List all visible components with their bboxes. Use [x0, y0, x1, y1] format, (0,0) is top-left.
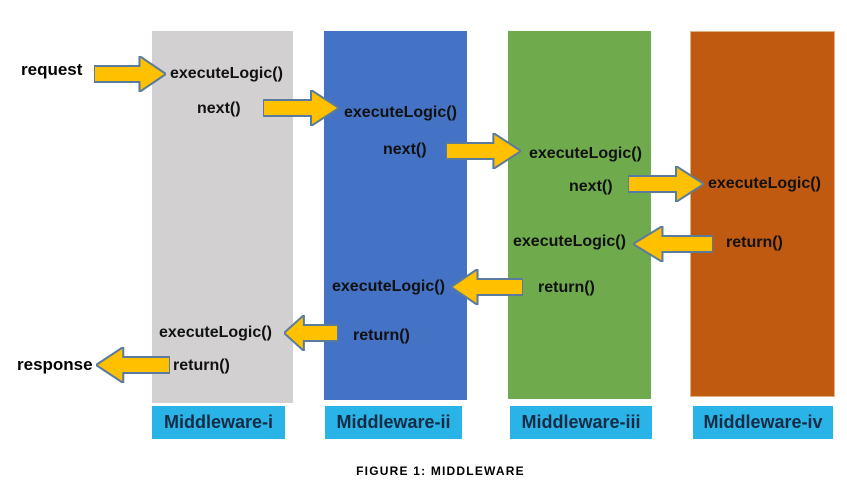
mw2-execute-logic-request: executeLogic() [344, 104, 457, 121]
mw3-name-badge: Middleware-iii [510, 406, 652, 439]
mw3-return-call: return() [538, 279, 595, 296]
mw4-name-badge: Middleware-iv [693, 406, 833, 439]
mw2-execute-logic-response: executeLogic() [332, 278, 445, 295]
request-label: request [21, 60, 83, 79]
arrow-mw3-next-to-mw4-icon [628, 166, 704, 202]
mw1-execute-logic-response: executeLogic() [159, 324, 272, 341]
middleware-i-column [152, 31, 293, 403]
arrow-mw4-return-to-mw3-icon [633, 226, 713, 262]
mw1-name-badge: Middleware-i [152, 406, 285, 439]
mw1-execute-logic-request: executeLogic() [170, 65, 283, 82]
arrow-mw2-next-to-mw3-icon [446, 133, 521, 169]
middleware-iv-column [690, 31, 835, 397]
figure-caption: FIGURE 1: MIDDLEWARE [356, 464, 525, 478]
mw1-next-call: next() [197, 100, 241, 117]
middleware-ii-column [324, 31, 467, 400]
arrow-mw1-next-to-mw2-icon [263, 90, 339, 126]
mw2-name-badge: Middleware-ii [325, 406, 462, 439]
mw3-next-call: next() [569, 178, 613, 195]
mw2-return-call: return() [353, 327, 410, 344]
mw1-return-call: return() [173, 357, 230, 374]
arrow-mw1-return-to-response-icon [96, 347, 170, 383]
mw2-next-call: next() [383, 141, 427, 158]
mw4-execute-logic-request: executeLogic() [708, 175, 821, 192]
mw3-execute-logic-request: executeLogic() [529, 145, 642, 162]
response-label: response [17, 355, 93, 374]
arrow-request-to-mw1-icon [94, 56, 166, 92]
arrow-mw3-return-to-mw2-icon [451, 269, 523, 305]
arrow-mw2-return-to-mw1-icon [284, 315, 338, 351]
mw3-execute-logic-response: executeLogic() [513, 233, 626, 250]
mw4-return-call: return() [726, 234, 783, 251]
middleware-iii-column [508, 31, 651, 399]
